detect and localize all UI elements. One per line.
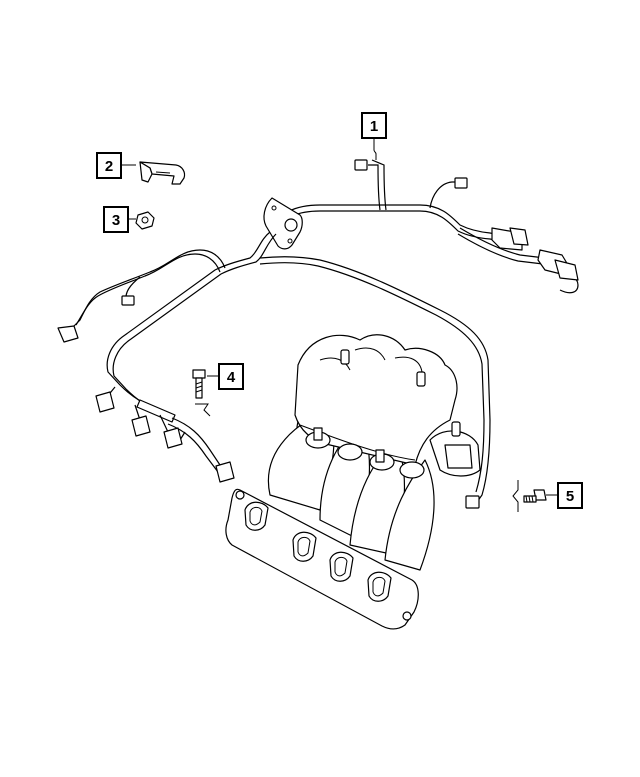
callout-5: 5 — [546, 482, 583, 509]
clip-part — [139, 161, 186, 185]
bolt-5-part — [512, 480, 547, 512]
callout-label-1: 1 — [370, 118, 378, 135]
wiring-harness — [69, 159, 579, 506]
intake-manifold — [225, 334, 481, 630]
bolt-4-part — [192, 369, 211, 417]
callout-label-3: 3 — [112, 212, 120, 229]
callout-2: 2 — [96, 152, 136, 179]
callout-label-2: 2 — [105, 158, 113, 175]
callout-3: 3 — [103, 206, 136, 233]
callout-label-5: 5 — [566, 488, 574, 505]
callout-1: 1 — [361, 112, 387, 160]
harness-connectors — [57, 159, 579, 509]
callout-label-4: 4 — [227, 369, 236, 386]
callout-4: 4 — [207, 363, 244, 390]
nut-part — [135, 211, 155, 230]
